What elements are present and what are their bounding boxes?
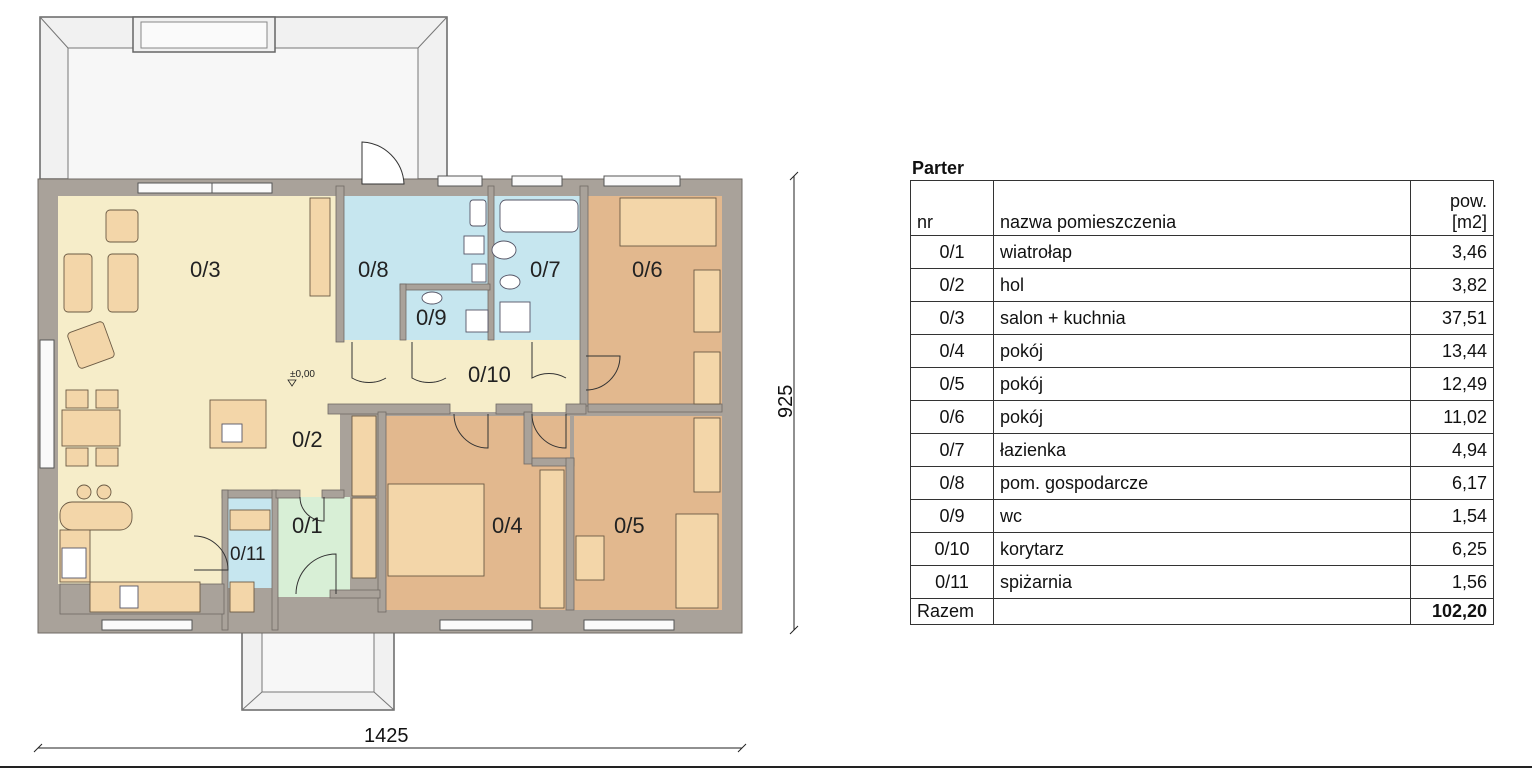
- row-area: 13,44: [1410, 334, 1494, 368]
- row-area: 6,17: [1410, 466, 1494, 500]
- row-nr: 0/5: [910, 367, 994, 401]
- row-nr: 0/11: [910, 565, 994, 599]
- row-nr: 0/7: [910, 433, 994, 467]
- total-area: 102,20: [1410, 598, 1494, 625]
- page-bottom-rule: [0, 766, 1532, 768]
- row-name: wc: [993, 499, 1411, 533]
- room-hol-2: [276, 405, 328, 497]
- room-wiatrolap: [276, 497, 350, 597]
- row-name: hol: [993, 268, 1411, 302]
- room-label-0-4: 0/4: [492, 513, 523, 538]
- room-label-0-9: 0/9: [416, 305, 447, 330]
- dimension-height-label: 925: [775, 385, 797, 418]
- row-area: 1,54: [1410, 499, 1494, 533]
- room-label-0-1: 0/1: [292, 513, 323, 538]
- header-area-line2: [m2]: [1451, 212, 1487, 232]
- terrace-entrance: [241, 629, 395, 711]
- terrace-north: [39, 16, 448, 180]
- room-label-0-11: 0/11: [230, 544, 266, 565]
- row-name: łazienka: [993, 433, 1411, 467]
- windows: [39, 175, 681, 631]
- row-name: korytarz: [993, 532, 1411, 566]
- row-area: 6,25: [1410, 532, 1494, 566]
- row-area: 37,51: [1410, 301, 1494, 335]
- row-name: pokój: [993, 367, 1411, 401]
- row-area: 3,82: [1410, 268, 1494, 302]
- room-labels: 0/3 0/8 0/7 0/6 0/9 0/10 0/2 0/4 0/5 0/1…: [190, 257, 663, 565]
- room-label-0-10: 0/10: [468, 362, 511, 387]
- header-area-line1: pow.: [1449, 191, 1487, 211]
- total-spacer: [993, 598, 1411, 625]
- row-nr: 0/4: [910, 334, 994, 368]
- row-name: wiatrołap: [993, 235, 1411, 269]
- row-nr: 0/10: [910, 532, 994, 566]
- row-area: 4,94: [1410, 433, 1494, 467]
- row-area: 1,56: [1410, 565, 1494, 599]
- room-table-header: nr nazwa pomieszczenia pow. [m2]: [910, 180, 1494, 236]
- row-name: pokój: [993, 334, 1411, 368]
- room-label-0-3: 0/3: [190, 257, 221, 282]
- floor-plan: 0/3 0/8 0/7 0/6 0/9 0/10 0/2 0/4 0/5 0/1…: [33, 16, 799, 753]
- row-area: 11,02: [1410, 400, 1494, 434]
- sanitary-fixtures: [61, 199, 579, 609]
- furniture: [59, 197, 721, 613]
- dimension-height: [789, 171, 799, 635]
- table-total-row: Razem 102,20: [910, 598, 1494, 625]
- row-area: 3,46: [1410, 235, 1494, 269]
- row-nr: 0/2: [910, 268, 994, 302]
- total-label: Razem: [910, 598, 994, 625]
- row-nr: 0/9: [910, 499, 994, 533]
- header-area: pow. [m2]: [1410, 180, 1494, 236]
- room-label-0-5: 0/5: [614, 513, 645, 538]
- header-nr: nr: [910, 180, 994, 236]
- row-area: 12,49: [1410, 367, 1494, 401]
- header-name: nazwa pomieszczenia: [993, 180, 1411, 236]
- row-nr: 0/3: [910, 301, 994, 335]
- level-mark: ±0,00: [287, 369, 315, 387]
- row-nr: 0/1: [910, 235, 994, 269]
- room-label-0-6: 0/6: [632, 257, 663, 282]
- row-nr: 0/6: [910, 400, 994, 434]
- legend-title: Parter: [912, 158, 965, 178]
- dimension-width: [33, 743, 747, 753]
- row-name: spiżarnia: [993, 565, 1411, 599]
- room-label-0-7: 0/7: [530, 257, 561, 282]
- doors: [193, 141, 621, 595]
- row-name: pokój: [993, 400, 1411, 434]
- room-label-0-2: 0/2: [292, 427, 323, 452]
- dimension-width-label: 1425: [364, 725, 409, 747]
- level-mark-label: ±0,00: [290, 369, 315, 380]
- row-nr: 0/8: [910, 466, 994, 500]
- room-legend: Parter nr nazwa pomieszczenia pow. [m2] …: [910, 156, 1494, 625]
- room-label-0-8: 0/8: [358, 257, 389, 282]
- row-name: salon + kuchnia: [993, 301, 1411, 335]
- row-name: pom. gospodarcze: [993, 466, 1411, 500]
- room-korytarz: [342, 340, 586, 412]
